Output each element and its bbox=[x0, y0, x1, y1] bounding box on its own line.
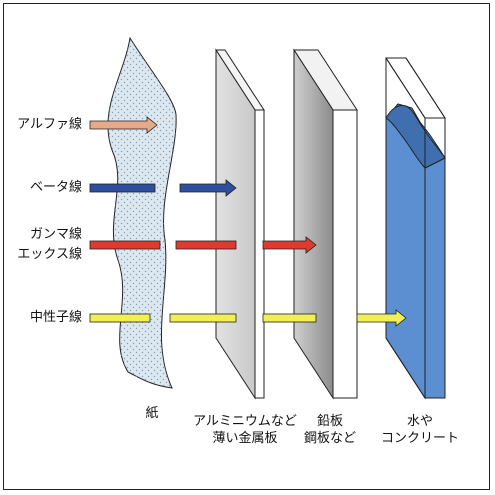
ray-arrow-head bbox=[262, 236, 317, 254]
barrier-label-water: 水やコンクリート bbox=[360, 413, 480, 447]
aluminum-plate-edge bbox=[254, 109, 265, 399]
lead-plate-edge bbox=[332, 109, 358, 399]
barrier-label-aluminum: アルミニウムなど薄い金属板 bbox=[185, 413, 305, 447]
ray-label-line: アルファ線 bbox=[17, 117, 82, 132]
ray-arrow-segment bbox=[89, 313, 151, 323]
ray-arrow-segment bbox=[89, 240, 161, 250]
barrier-label-lead: 鉛板鋼板など bbox=[270, 413, 390, 447]
water-surface bbox=[385, 105, 446, 169]
ray-arrow-head bbox=[89, 116, 158, 134]
barrier-label-line: 水や bbox=[406, 414, 433, 429]
ray-arrow-segment bbox=[169, 313, 237, 323]
water-body-side bbox=[424, 157, 446, 399]
ray-label-gamma: ガンマ線エックス線 bbox=[17, 225, 82, 265]
ray-arrow-head bbox=[356, 309, 407, 327]
ray-label-neutron: 中性子線 bbox=[30, 308, 82, 328]
ray-arrow-segment bbox=[262, 313, 317, 323]
barrier-label-line: アルミニウムなど bbox=[193, 414, 297, 429]
water-tank-outline bbox=[385, 57, 446, 399]
radiation-arrows bbox=[89, 116, 407, 327]
aluminum-plate-front bbox=[215, 48, 256, 400]
barrier-label-line: 薄い金属板 bbox=[212, 431, 278, 446]
barrier-label-line: 鋼板など bbox=[303, 431, 356, 446]
ray-label-line: ベータ線 bbox=[29, 180, 82, 195]
barrier-label-line: コンクリート bbox=[380, 431, 459, 446]
ray-label-line: エックス線 bbox=[17, 247, 82, 262]
paper-sheet-texture bbox=[107, 38, 177, 388]
ray-arrow-segment bbox=[89, 183, 156, 193]
ray-label-line: 中性子線 bbox=[29, 310, 82, 325]
ray-label-line: ガンマ線 bbox=[29, 227, 82, 242]
water-tank-edge-line bbox=[385, 57, 426, 119]
ray-label-beta: ベータ線 bbox=[30, 178, 82, 198]
lead-plate-front bbox=[293, 48, 334, 400]
barrier-label-paper: 紙 bbox=[92, 405, 212, 422]
ray-arrow-head bbox=[179, 179, 237, 197]
barrier-label-line: 鉛板 bbox=[316, 414, 343, 429]
barrier-label-line: 紙 bbox=[145, 406, 159, 421]
ray-label-alpha: アルファ線 bbox=[17, 115, 82, 135]
ray-arrow-segment bbox=[175, 240, 237, 250]
